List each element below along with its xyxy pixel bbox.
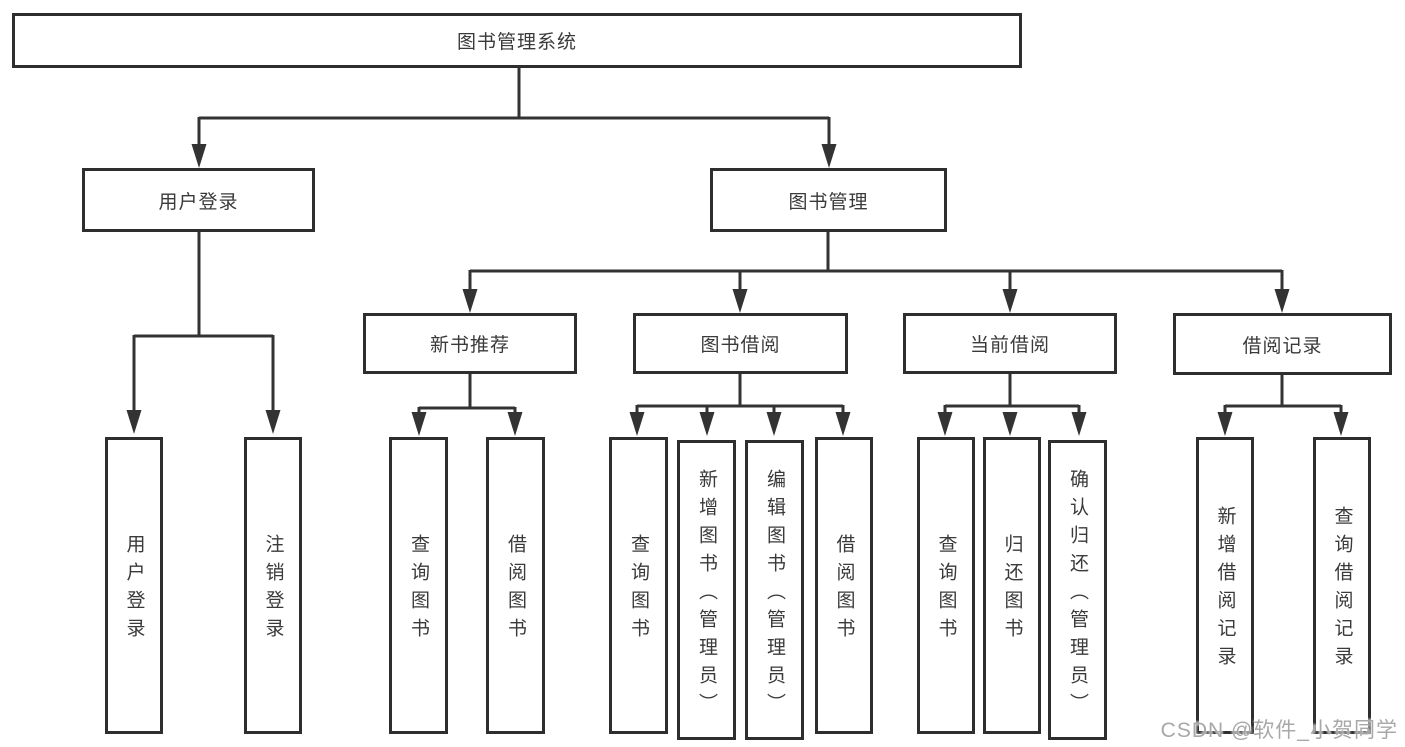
leaf-confirm-return-admin: 确认归还（管理员） (1048, 440, 1107, 740)
node-new-book-recommend: 新书推荐 (363, 313, 577, 374)
node-user-login-group-label: 用户登录 (158, 191, 239, 213)
leaf-query-borrow-record: 查询借阅记录 (1313, 437, 1371, 734)
leaf-borrow-books-recommend-label: 借阅图书 (505, 534, 526, 646)
node-borrowing-records-label: 借阅记录 (1242, 335, 1323, 357)
leaf-confirm-return-admin-label: 确认归还（管理员） (1067, 468, 1088, 721)
node-new-book-recommend-label: 新书推荐 (429, 335, 510, 356)
node-book-management: 图书管理 (710, 168, 947, 232)
node-root-system-label: 图书管理系统 (456, 32, 577, 53)
leaf-return-books-label: 归还图书 (1001, 534, 1023, 646)
leaf-user-login-label: 用户登录 (123, 534, 145, 646)
leaf-query-books-recommend: 查询图书 (389, 437, 448, 734)
leaf-add-book-admin-label: 新增图书（管理员） (696, 468, 717, 721)
node-borrowing-records: 借阅记录 (1173, 313, 1392, 375)
node-book-borrowing: 图书借阅 (633, 313, 848, 374)
leaf-query-books-current-label: 查询图书 (935, 534, 957, 646)
node-current-borrowing: 当前借阅 (903, 313, 1117, 374)
arrowheads (126, 144, 1349, 436)
leaf-edit-book-admin-label: 编辑图书（管理员） (764, 468, 785, 721)
leaf-edit-book-admin: 编辑图书（管理员） (745, 440, 804, 740)
leaf-user-login: 用户登录 (105, 437, 163, 734)
leaf-add-borrow-record-label: 新增借阅记录 (1214, 506, 1236, 674)
leaf-borrow-books-borrowing-label: 借阅图书 (833, 534, 855, 646)
leaf-query-books-borrowing-label: 查询图书 (628, 534, 649, 646)
node-root-system: 图书管理系统 (12, 13, 1022, 68)
connector-strokes (132, 68, 1343, 414)
node-current-borrowing-label: 当前借阅 (969, 335, 1050, 356)
leaf-add-book-admin: 新增图书（管理员） (677, 440, 736, 740)
leaf-query-books-recommend-label: 查询图书 (408, 534, 429, 646)
node-book-borrowing-label: 图书借阅 (700, 335, 781, 356)
leaf-borrow-books-borrowing: 借阅图书 (815, 437, 873, 734)
leaf-borrow-books-recommend: 借阅图书 (486, 437, 545, 734)
leaf-logout: 注销登录 (244, 437, 302, 734)
leaf-add-borrow-record: 新增借阅记录 (1196, 437, 1254, 734)
leaf-query-books-borrowing: 查询图书 (609, 437, 668, 734)
leaf-query-books-current: 查询图书 (917, 437, 975, 734)
csdn-watermark: CSDN @软件_小贺同学 (1160, 719, 1398, 742)
leaf-return-books: 归还图书 (983, 437, 1041, 734)
leaf-query-borrow-record-label: 查询借阅记录 (1331, 506, 1353, 674)
node-book-management-label: 图书管理 (788, 191, 869, 213)
node-user-login-group: 用户登录 (82, 168, 315, 232)
leaf-logout-label: 注销登录 (262, 534, 284, 646)
